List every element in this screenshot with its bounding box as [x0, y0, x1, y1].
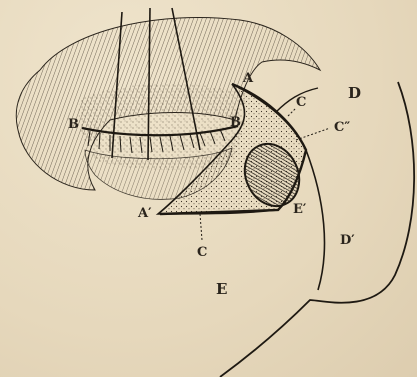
label-E-prime: E′	[293, 202, 307, 217]
label-D: D	[348, 84, 361, 102]
label-C-double-prime: C″	[334, 120, 350, 135]
label-C-bottom: C	[197, 245, 207, 260]
label-D-prime: D′	[340, 233, 355, 248]
conjunctiva-curve	[306, 150, 324, 290]
label-B-left: B	[68, 117, 79, 132]
label-B-right: B	[230, 115, 241, 130]
label-C: C	[296, 95, 306, 110]
label-A-prime: A′	[137, 206, 152, 221]
label-E: E	[216, 280, 227, 298]
label-A: A	[242, 71, 254, 86]
